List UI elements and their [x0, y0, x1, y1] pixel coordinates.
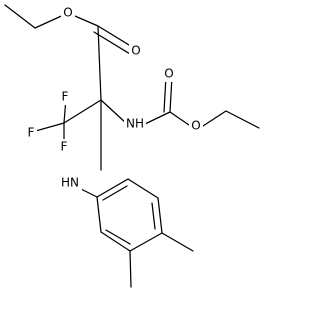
atom-label-o-ester: O [63, 6, 72, 20]
atom-label-nh-carbamate: NH [126, 117, 144, 131]
ring-bond-5 [127, 178, 159, 199]
atom-label-o-carbonyl: O [131, 44, 140, 58]
ring-inner-double-2 [151, 202, 156, 230]
bond-quaternary-to-cf3 [63, 99, 102, 124]
bond-carbonyl-double-b [93, 31, 131, 55]
ring-inner-double-3 [102, 185, 128, 201]
atom-label-f-left: F [28, 126, 35, 140]
atom-label-o-carbamate-single: O [191, 119, 200, 133]
ring-bond-6 [96, 178, 129, 198]
bond-o-single-to-ethyl-ch2 [202, 110, 227, 127]
bond-ring-to-methyl-bottom [129, 250, 132, 288]
atom-label-f-bottom: F [61, 140, 68, 154]
ring-bond-4 [157, 197, 163, 234]
molecule-drawing: O O F F F NH O O HN [4, 4, 260, 288]
bond-cf3-to-f-left [31, 122, 65, 133]
atom-label-f-top: F [62, 90, 69, 104]
bond-ethyl-ch3-ch2-ester [4, 4, 36, 29]
atom-label-layer: O O F F F NH O O HN [25, 5, 203, 191]
bond-ring-to-methyl-right [161, 232, 194, 252]
ring-bond-1 [96, 196, 102, 233]
ring-inner-double-1 [105, 229, 131, 245]
bond-carbonyl-carbon-quaternary-carbon [97, 25, 102, 101]
bond-carbamate-carbon-to-o-single [169, 111, 190, 126]
atom-label-hn-aniline: HN [61, 176, 79, 190]
bond-ethyl-ch2-to-ch3 [225, 110, 260, 129]
ring-bond-2 [100, 231, 131, 252]
atom-label-o-carbamate-double: O [164, 67, 173, 81]
bond-quaternary-to-nh [100, 99, 128, 125]
bond-carbonyl-double-a [97, 25, 135, 49]
chemical-structure: O O F F F NH O O HN [4, 4, 260, 288]
bond-nh-to-carbamate-carbon [144, 111, 171, 125]
ring-bond-3 [129, 232, 163, 252]
